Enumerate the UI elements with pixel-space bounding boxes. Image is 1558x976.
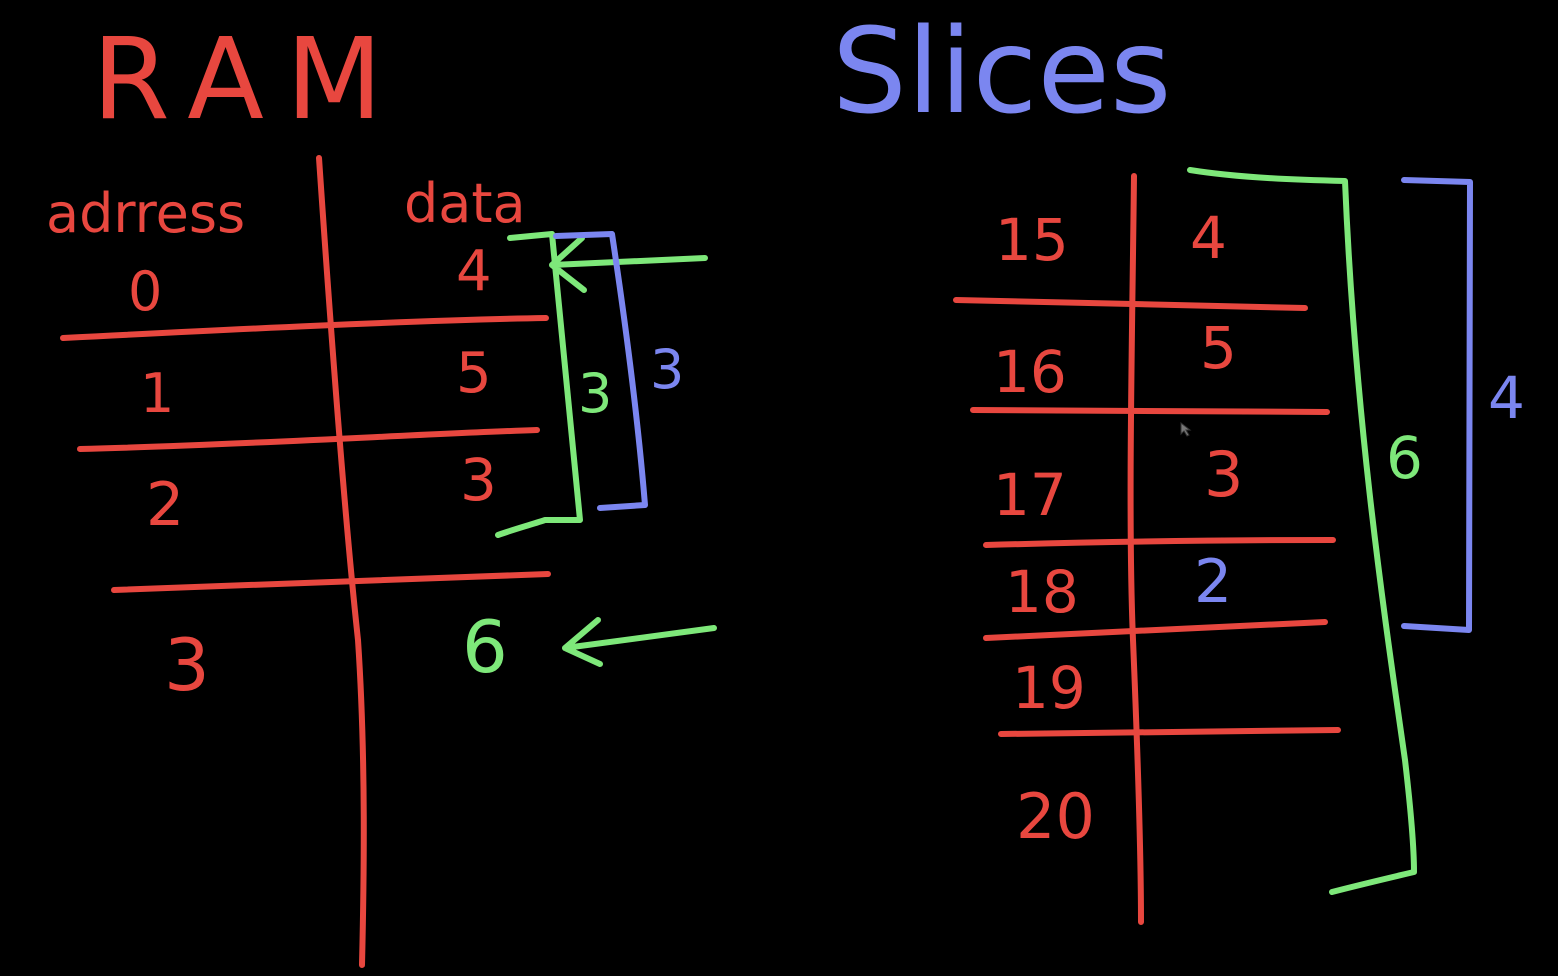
slices-address-cell: 16	[993, 338, 1067, 406]
slices-address-cell: 19	[1012, 654, 1086, 722]
ram-address-cell: 2	[146, 470, 184, 540]
slices-address-cell: 18	[1005, 558, 1079, 626]
ram-title: RAM	[92, 15, 405, 145]
ram-address-cell: 1	[140, 362, 174, 425]
slices-address-cell: 17	[993, 461, 1067, 529]
ram-row-line	[111, 571, 551, 593]
ram-blue-bracket-label: 3	[650, 338, 684, 401]
ram-green-bracket	[495, 231, 583, 538]
ram-blue-bracket	[553, 231, 648, 511]
slices-row-line	[970, 407, 1330, 415]
ram-column-divider	[316, 155, 367, 968]
mouse-cursor-icon	[1180, 421, 1192, 437]
ram-data-cell: 3	[460, 446, 497, 514]
slices-row-line	[998, 727, 1341, 737]
slices-column-divider	[1127, 173, 1144, 925]
slices-blue-bracket	[1401, 177, 1473, 633]
slices-address-cell: 20	[1016, 780, 1095, 853]
slices-row-line	[983, 619, 1328, 641]
slices-data-cell: 5	[1200, 314, 1237, 382]
slices-data-cell: 3	[1204, 438, 1243, 511]
ram-green-bracket-label: 3	[578, 362, 612, 425]
ram-green-arrow-top	[549, 235, 708, 293]
ram-data-cell: 5	[456, 341, 492, 406]
ram-data-cell: 4	[456, 239, 492, 304]
slices-row-line	[983, 537, 1336, 548]
ram-row-line	[60, 315, 549, 341]
ram-address-cell: 0	[128, 260, 162, 323]
ram-data-header: data	[404, 172, 526, 235]
ram-data-cell-appended: 6	[462, 605, 508, 689]
slices-title: Slices	[832, 2, 1171, 140]
ram-row-line	[77, 427, 540, 452]
slices-address-cell: 15	[995, 206, 1069, 274]
slices-data-cell: 2	[1194, 547, 1232, 617]
slices-green-bracket-label: 6	[1386, 424, 1423, 492]
ram-green-arrow-append	[562, 617, 717, 667]
slices-row-line	[953, 297, 1308, 311]
ram-address-cell: 3	[164, 623, 210, 707]
slices-green-bracket	[1187, 167, 1417, 895]
ram-address-header: adrress	[46, 182, 245, 245]
slices-data-cell: 4	[1190, 204, 1227, 272]
slices-blue-bracket-label: 4	[1488, 364, 1525, 432]
